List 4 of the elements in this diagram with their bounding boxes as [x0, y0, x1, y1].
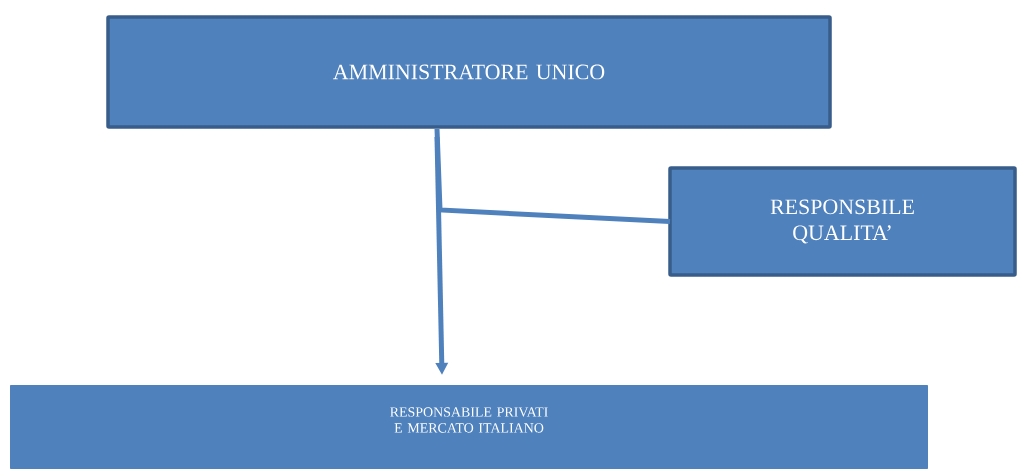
org-box: RESPONSABILE PRIVATI E MERCATO ITALIANO: [10, 385, 928, 469]
org-box: AMMINISTRATORE UNICO: [106, 15, 832, 129]
connector-line: [434, 128, 671, 224]
org-box: RESPONSBILE QUALITA’: [668, 166, 1017, 277]
